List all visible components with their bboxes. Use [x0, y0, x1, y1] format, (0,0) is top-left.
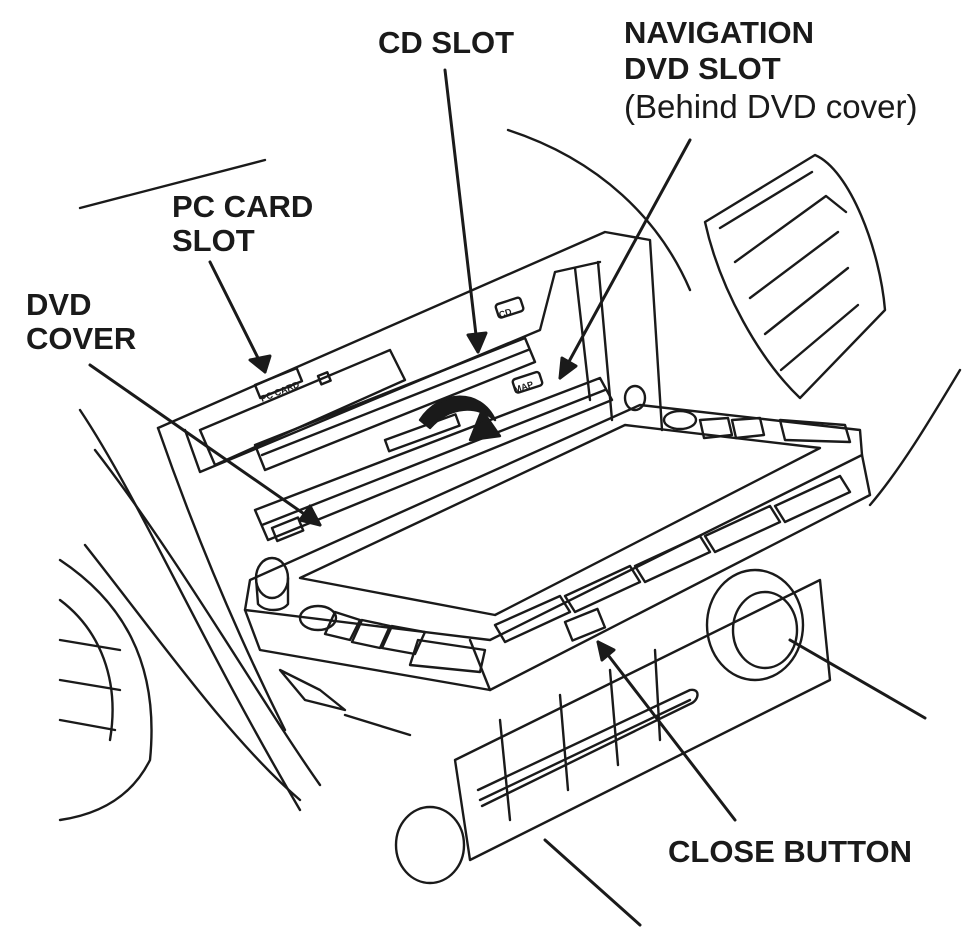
right-pointer [788, 638, 927, 720]
pc-card-marking: PC CARD [259, 379, 301, 404]
screen-panel [243, 384, 872, 692]
cd-button-marking: CD [498, 306, 514, 320]
right-air-vent [703, 153, 887, 400]
dvd-cover-panel [253, 376, 614, 543]
close-button-label: CLOSE BUTTON [668, 834, 912, 869]
dvd-cover-label-line2: COVER [26, 321, 137, 356]
navigation-label-line1: NAVIGATION [624, 15, 815, 50]
dvd-cover-label-line1: DVD [26, 287, 92, 322]
dashboard-lines [78, 128, 962, 812]
cd-slot-arrow [443, 68, 480, 354]
bottom-pointer [543, 838, 642, 927]
pc-card-slot: PC CARD [198, 348, 407, 467]
navigation-label-line2: DVD SLOT [624, 51, 781, 86]
leader-arrows [88, 68, 927, 927]
navigation-note: (Behind DVD cover) [624, 88, 918, 125]
close-button-arrow [596, 640, 737, 822]
base-unit [278, 568, 832, 885]
pc-card-arrow [208, 260, 267, 374]
pc-card-label-line1: PC CARD [172, 189, 314, 224]
cd-slot-label: CD SLOT [378, 25, 515, 60]
rotation-arrow [383, 395, 502, 453]
nav-dvd-arrow [558, 138, 692, 380]
dvd-cover-arrow [88, 363, 322, 527]
pc-card-label-line2: SLOT [172, 223, 255, 258]
left-air-vent [58, 558, 153, 822]
map-button-marking: MAP [513, 379, 535, 395]
